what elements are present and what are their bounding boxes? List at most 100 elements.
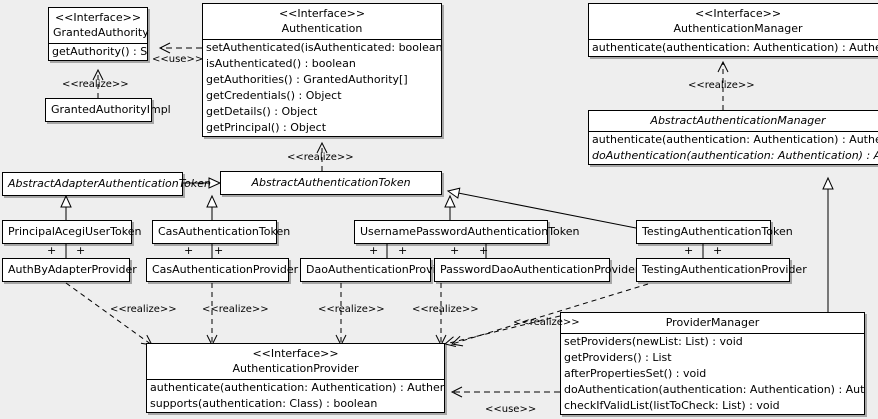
class-abstract-adapter-authentication-token[interactable]: AbstractAdapterAuthenticationToken bbox=[2, 172, 211, 196]
class-granted-authority-impl[interactable]: GrantedAuthorityImpl bbox=[45, 98, 171, 122]
class-abstract-authentication-token[interactable]: AbstractAuthenticationToken bbox=[220, 171, 442, 195]
class-testing-authentication-token[interactable]: TestingAuthenticationToken bbox=[636, 220, 793, 244]
class-name: PrincipalAcegiUserToken bbox=[8, 225, 142, 238]
edge-label-realize-auth-by-adapter-provider: <<realize>> bbox=[110, 304, 177, 315]
operation: getAuthority() : String bbox=[52, 45, 147, 58]
multiplicity-testing-authentication-token-left: + bbox=[684, 244, 694, 257]
operation: getDetails() : Object bbox=[206, 105, 318, 118]
class-header: GrantedAuthorityImpl bbox=[46, 99, 171, 121]
multiplicity-username-password-token-m1: + bbox=[369, 244, 379, 257]
class-authentication[interactable]: <<Interface>> Authentication setAuthenti… bbox=[202, 3, 442, 137]
class-name: CasAuthenticationProvider bbox=[152, 263, 299, 276]
multiplicity-cas-authentication-token-right: + bbox=[214, 244, 224, 257]
operation: getProviders() : List bbox=[564, 351, 672, 364]
operation: getAuthorities() : GrantedAuthority[] bbox=[206, 73, 408, 86]
class-name: Authentication bbox=[281, 22, 363, 35]
multiplicity-username-password-token-m3: + bbox=[450, 244, 460, 257]
class-abstract-authentication-manager[interactable]: AbstractAuthenticationManager authentica… bbox=[588, 110, 878, 165]
multiplicity-testing-authentication-token-right: + bbox=[713, 244, 723, 257]
edge-label-realize-abstract-authentication-token: <<realize>> bbox=[287, 152, 354, 163]
edge-label-realize-granted-authority-impl: <<realize>> bbox=[62, 79, 129, 90]
class-header: <<Interface>> AuthenticationManager bbox=[589, 4, 878, 40]
multiplicity-username-password-token-m4: + bbox=[479, 244, 489, 257]
class-password-dao-authentication-provider[interactable]: PasswordDaoAuthenticationProvider bbox=[434, 258, 640, 282]
class-header: TestingAuthenticationProvider bbox=[637, 259, 807, 281]
class-testing-authentication-provider[interactable]: TestingAuthenticationProvider bbox=[636, 258, 807, 282]
edge-label-realize-password-dao-authentication-provider: <<realize>> bbox=[412, 304, 479, 315]
class-header: ProviderManager bbox=[561, 313, 864, 334]
operation: setAuthenticated(isAuthenticated: boolea… bbox=[206, 41, 441, 54]
class-stereotype: <<Interface>> bbox=[54, 11, 142, 24]
class-header: UsernamePasswordAuthenticationToken bbox=[355, 221, 580, 243]
operation: setProviders(newList: List) : void bbox=[564, 335, 743, 348]
class-cas-authentication-provider[interactable]: CasAuthenticationProvider bbox=[146, 258, 299, 282]
operation: getPrincipal() : Object bbox=[206, 121, 327, 134]
operation: authenticate(authentication: Authenticat… bbox=[150, 381, 444, 394]
operation: checkIfValidList(listToCheck: List) : vo… bbox=[564, 399, 780, 412]
class-operations: authenticate(authentication: Authenticat… bbox=[589, 132, 878, 164]
class-authentication-manager[interactable]: <<Interface>> AuthenticationManager auth… bbox=[588, 3, 878, 57]
class-stereotype: <<Interface>> bbox=[694, 7, 782, 20]
edge-label-use-provider-manager: <<use>> bbox=[485, 404, 537, 415]
class-name: DaoAuthenticationProvider bbox=[306, 263, 454, 276]
operation: getCredentials() : Object bbox=[206, 89, 342, 102]
class-name: AbstractAuthenticationToken bbox=[251, 176, 411, 189]
edge-label-realize-cas-authentication-provider: <<realize>> bbox=[202, 304, 269, 315]
class-operations: authenticate(authentication: Authenticat… bbox=[147, 380, 444, 412]
edge-label-use-authentication-granted-authority: <<use>> bbox=[152, 54, 204, 65]
class-auth-by-adapter-provider[interactable]: AuthByAdapterProvider bbox=[2, 258, 137, 282]
class-provider-manager[interactable]: ProviderManager setProviders(newList: Li… bbox=[560, 312, 865, 415]
class-operations: setProviders(newList: List) : void getPr… bbox=[561, 334, 864, 414]
class-cas-authentication-token[interactable]: CasAuthenticationToken bbox=[152, 220, 291, 244]
class-name: TestingAuthenticationProvider bbox=[642, 263, 807, 276]
class-header: AbstractAdapterAuthenticationToken bbox=[3, 173, 211, 195]
class-name: CasAuthenticationToken bbox=[158, 225, 291, 238]
operation: afterPropertiesSet() : void bbox=[564, 367, 707, 380]
class-dao-authentication-provider[interactable]: DaoAuthenticationProvider bbox=[300, 258, 454, 282]
multiplicity-principal-acegi-user-token-left: + bbox=[47, 244, 57, 257]
class-name: ProviderManager bbox=[665, 316, 760, 329]
operation: authenticate(authentication: Authenticat… bbox=[592, 41, 878, 54]
edge-label-realize-authentication-manager: <<realize>> bbox=[688, 80, 755, 91]
operation: isAuthenticated() : boolean bbox=[206, 57, 356, 70]
class-header: PrincipalAcegiUserToken bbox=[3, 221, 142, 243]
class-header: AbstractAuthenticationToken bbox=[221, 172, 441, 194]
class-authentication-provider[interactable]: <<Interface>> AuthenticationProvider aut… bbox=[146, 343, 445, 413]
class-name: GrantedAuthority bbox=[53, 26, 149, 39]
edge-label-realize-dao-authentication-provider: <<realize>> bbox=[318, 304, 385, 315]
class-name: GrantedAuthorityImpl bbox=[51, 103, 171, 116]
class-header: <<Interface>> Authentication bbox=[203, 4, 441, 40]
class-username-password-authentication-token[interactable]: UsernamePasswordAuthenticationToken bbox=[354, 220, 580, 244]
multiplicity-principal-acegi-user-token-right: + bbox=[76, 244, 86, 257]
class-header: AuthByAdapterProvider bbox=[3, 259, 137, 281]
class-name: AuthenticationManager bbox=[673, 22, 803, 35]
class-operations: authenticate(authentication: Authenticat… bbox=[589, 40, 878, 56]
class-name: AbstractAdapterAuthenticationToken bbox=[8, 177, 211, 190]
class-header: PasswordDaoAuthenticationProvider bbox=[435, 259, 640, 281]
class-header: TestingAuthenticationToken bbox=[637, 221, 793, 243]
class-header: AbstractAuthenticationManager bbox=[589, 111, 878, 132]
class-name: AuthenticationProvider bbox=[232, 362, 359, 375]
edge-label-realize-testing-authentication-provider: <<realize>> bbox=[513, 317, 580, 328]
class-operations: setAuthenticated(isAuthenticated: boolea… bbox=[203, 40, 441, 136]
operation: doAuthentication(authentication: Authent… bbox=[564, 383, 864, 396]
class-principal-acegi-user-token[interactable]: PrincipalAcegiUserToken bbox=[2, 220, 142, 244]
class-stereotype: <<Interface>> bbox=[278, 7, 366, 20]
operation: doAuthentication(authentication: Authent… bbox=[592, 149, 878, 162]
class-name: UsernamePasswordAuthenticationToken bbox=[360, 225, 580, 238]
class-operations: getAuthority() : String bbox=[49, 44, 147, 60]
class-header: <<Interface>> GrantedAuthority bbox=[49, 8, 149, 44]
class-granted-authority[interactable]: <<Interface>> GrantedAuthority getAuthor… bbox=[48, 7, 149, 61]
class-name: AuthByAdapterProvider bbox=[8, 263, 137, 276]
class-header: DaoAuthenticationProvider bbox=[301, 259, 454, 281]
class-name: PasswordDaoAuthenticationProvider bbox=[440, 263, 640, 276]
class-stereotype: <<Interface>> bbox=[252, 347, 339, 360]
class-name: TestingAuthenticationToken bbox=[642, 225, 793, 238]
class-header: CasAuthenticationToken bbox=[153, 221, 291, 243]
class-header: <<Interface>> AuthenticationProvider bbox=[147, 344, 444, 380]
class-name: AbstractAuthenticationManager bbox=[650, 114, 826, 127]
operation: authenticate(authentication: Authenticat… bbox=[592, 133, 878, 146]
operation: supports(authentication: Class) : boolea… bbox=[150, 397, 378, 410]
class-header: CasAuthenticationProvider bbox=[147, 259, 299, 281]
